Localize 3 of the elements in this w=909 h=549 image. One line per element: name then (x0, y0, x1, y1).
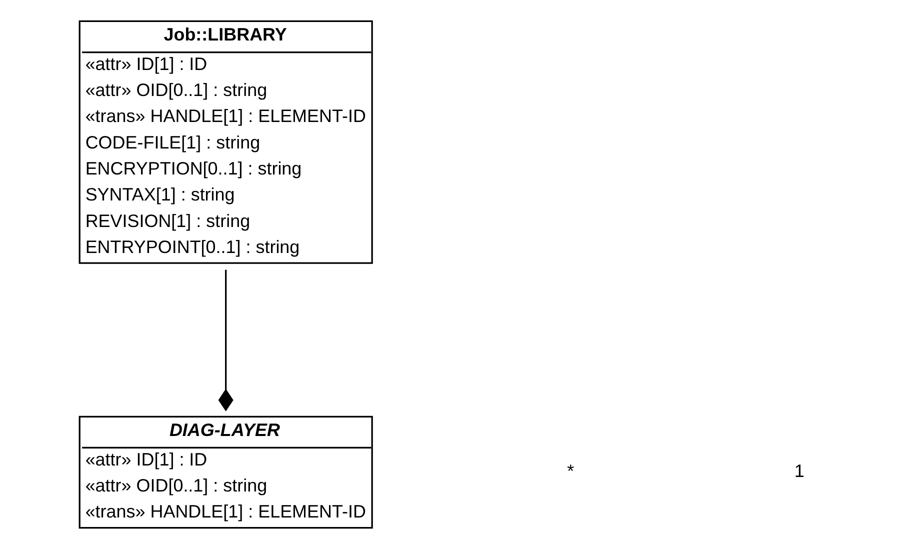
connector (218, 270, 233, 412)
label: 1 (794, 460, 804, 481)
label: * (566, 460, 574, 481)
